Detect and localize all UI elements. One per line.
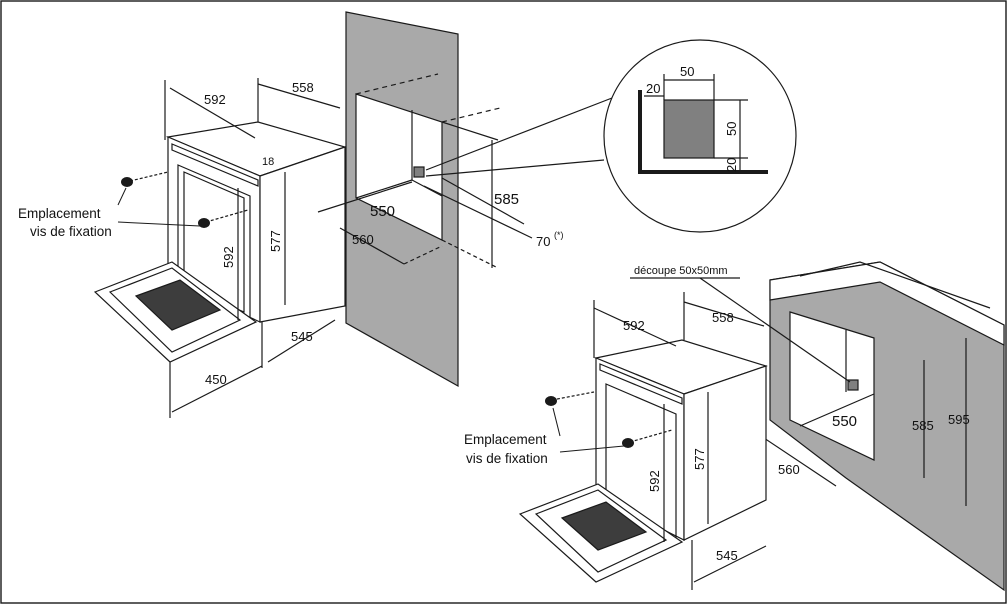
- right-countertop-edge: [799, 261, 991, 309]
- right-dim-body-line: [693, 545, 767, 583]
- wall-dim-depth-ext: [403, 245, 443, 265]
- left-dim-open-line: [171, 365, 263, 413]
- right-oven-width: 592: [623, 318, 645, 333]
- right-oven-door-glass: [560, 501, 648, 551]
- detail-cutout-square: [663, 99, 715, 159]
- right-label-pointer-1: [552, 407, 561, 437]
- wall-niche-width: 550: [370, 203, 395, 220]
- left-top-offset: 18: [262, 156, 274, 168]
- left-label-line2: vis de fixation: [30, 224, 112, 239]
- wall-dim-height-ext-bot: [441, 239, 499, 269]
- right-cutout-pointer: [699, 277, 851, 383]
- right-dim-niche-width: [799, 393, 875, 427]
- wall-rear-gap-note: (*): [554, 230, 564, 240]
- right-oven-side: [683, 365, 767, 541]
- right-cabinet-height: 595: [948, 412, 970, 427]
- wall-dim-depth-line: [339, 227, 405, 265]
- detail-offset-left: 20: [646, 81, 660, 96]
- wall-niche-back-right: [441, 107, 501, 123]
- wall-niche-height: 585: [494, 191, 519, 208]
- right-screw-2-icon: [622, 438, 634, 448]
- left-oven-control-strip: [171, 143, 259, 187]
- right-cabinet-niche: [789, 311, 875, 461]
- left-oven-door-inner: [108, 267, 242, 353]
- detail-square-right: 50: [724, 122, 739, 136]
- left-dim-width-line: [169, 87, 256, 139]
- right-dim-depth-line: [683, 301, 765, 327]
- wall-dim-gap-line-1: [423, 185, 533, 239]
- left-oven-cavity-inner: [183, 171, 245, 313]
- right-screw-path-1: [551, 391, 595, 401]
- right-cutout-label: découpe 50x50mm: [634, 265, 728, 277]
- left-screw-1-icon: [121, 177, 133, 187]
- right-label-line1: Emplacement: [464, 432, 547, 447]
- right-oven-depth: 558: [712, 310, 734, 325]
- wall-dim-gap-line-2: [441, 177, 525, 225]
- left-label-line1: Emplacement: [18, 206, 101, 221]
- right-label-line2: vis de fixation: [466, 451, 548, 466]
- wall-dim-width-line: [317, 181, 413, 213]
- right-oven-door-inner: [534, 489, 668, 573]
- left-screw-2-icon: [198, 218, 210, 228]
- detail-corner: [638, 90, 768, 174]
- detail-square-top: 50: [680, 64, 694, 79]
- right-oven: [518, 292, 768, 590]
- left-oven-door-glass: [134, 279, 222, 331]
- right-body-depth: 545: [716, 548, 738, 563]
- wall-cutout-square: [413, 166, 425, 178]
- callout-line-2: [425, 159, 605, 177]
- right-label-pointer-2: [559, 445, 625, 453]
- right-niche-width: 550: [832, 413, 857, 430]
- right-niche-depth: 560: [778, 462, 800, 477]
- left-door-open-depth: 450: [205, 372, 227, 387]
- wall-panel: [317, 11, 533, 388]
- left-dim-body-line: [267, 319, 336, 363]
- left-screw-path-2: [205, 209, 249, 223]
- wall-dim-height-ext-top: [441, 121, 499, 141]
- wall-niche-floor-edge: [355, 179, 413, 199]
- detail-callout: [425, 39, 797, 233]
- right-oven-height: 577: [692, 448, 707, 470]
- left-oven-side: [259, 146, 346, 323]
- callout-line-1: [425, 97, 613, 171]
- wall-niche-depth: 560: [352, 232, 374, 247]
- right-cabinet: [630, 261, 1005, 592]
- left-dim-depth-line: [257, 83, 341, 109]
- detail-offset-bottom: 20: [724, 158, 739, 172]
- left-label-pointer-2: [117, 221, 201, 227]
- right-cutout-square: [847, 379, 859, 391]
- left-body-depth: 545: [291, 329, 313, 344]
- right-niche-height: 585: [912, 418, 934, 433]
- right-oven-control-strip: [599, 363, 683, 405]
- left-screw-path-1: [129, 171, 169, 182]
- left-door-height: 592: [221, 246, 236, 268]
- wall-rear-gap: 70: [536, 234, 550, 249]
- right-screw-path-2: [629, 429, 673, 443]
- left-oven-width: 592: [204, 92, 226, 107]
- left-label-pointer-1: [117, 187, 127, 206]
- right-cabinet-countertop: [769, 261, 1005, 346]
- right-door-height: 592: [647, 470, 662, 492]
- left-oven-depth: 558: [292, 80, 314, 95]
- left-oven-height: 577: [268, 230, 283, 252]
- right-dim-width-line: [593, 307, 677, 347]
- right-screw-1-icon: [545, 396, 557, 406]
- left-oven: [93, 78, 348, 418]
